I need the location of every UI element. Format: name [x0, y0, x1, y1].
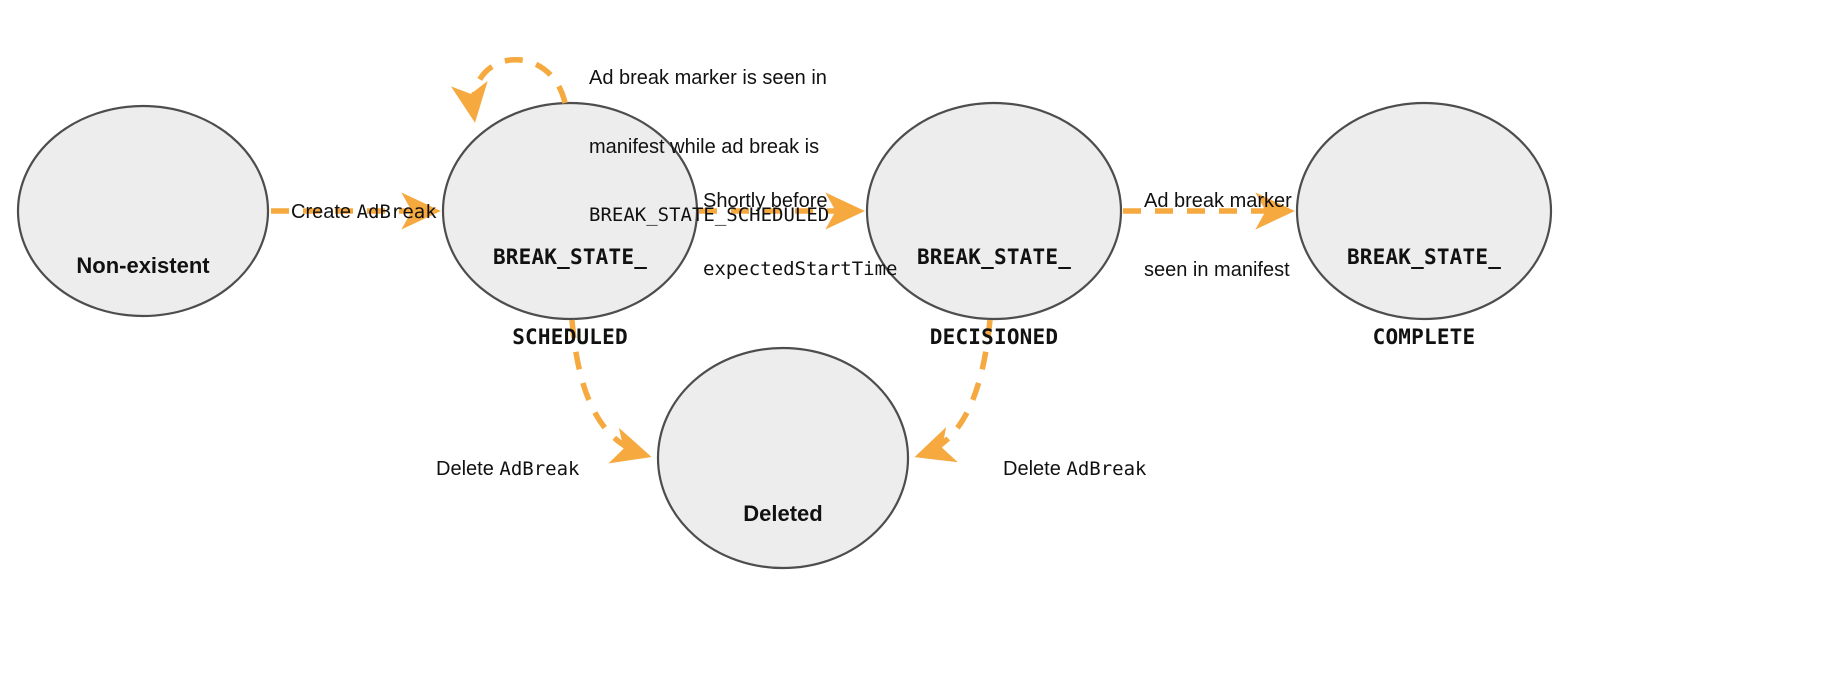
- edge-label-line: Ad break marker is seen in: [589, 66, 827, 89]
- edge-decisioned-to-deleted: [914, 319, 993, 463]
- nodes-layer: [16, 101, 1553, 570]
- edge-label-create-adbreak: Create AdBreak: [291, 156, 437, 268]
- edge-label-line: Shortly before: [703, 189, 828, 212]
- edge-label-line: manifest while ad break is: [589, 135, 820, 158]
- edge-label-line: expectedStartTime: [703, 257, 898, 280]
- edge-label-line: BREAK_STATE_SCHEDULED: [589, 203, 830, 226]
- edge-label-line: seen in manifest: [1144, 258, 1290, 281]
- edge-label-line: Delete AdBreak: [1003, 457, 1147, 480]
- edge-label-line: Delete AdBreak: [436, 457, 580, 480]
- edge-self-loop-scheduled: [450, 56, 568, 123]
- edge-scheduled-to-deleted: [569, 319, 652, 464]
- edge-label-line: Create AdBreak: [291, 200, 437, 223]
- edge-label-decisioned-to-complete: Ad break marker seen in manifest: [1144, 145, 1292, 326]
- node-break-state-complete[interactable]: [1295, 101, 1553, 321]
- node-non-existent[interactable]: [16, 104, 270, 318]
- edge-label-scheduled-to-decisioned: Shortly before expectedStartTime: [703, 145, 897, 324]
- edge-label-decisioned-to-deleted: Delete AdBreak: [1003, 413, 1146, 525]
- edge-label-scheduled-to-deleted: Delete AdBreak: [436, 413, 579, 525]
- edge-label-line: Ad break marker: [1144, 189, 1292, 212]
- edges-layer: [271, 56, 1295, 464]
- node-break-state-scheduled[interactable]: [441, 101, 699, 321]
- node-break-state-decisioned[interactable]: [865, 101, 1123, 321]
- node-deleted[interactable]: [656, 346, 910, 570]
- edge-label-self-loop-scheduled: Ad break marker is seen in manifest whil…: [589, 22, 829, 271]
